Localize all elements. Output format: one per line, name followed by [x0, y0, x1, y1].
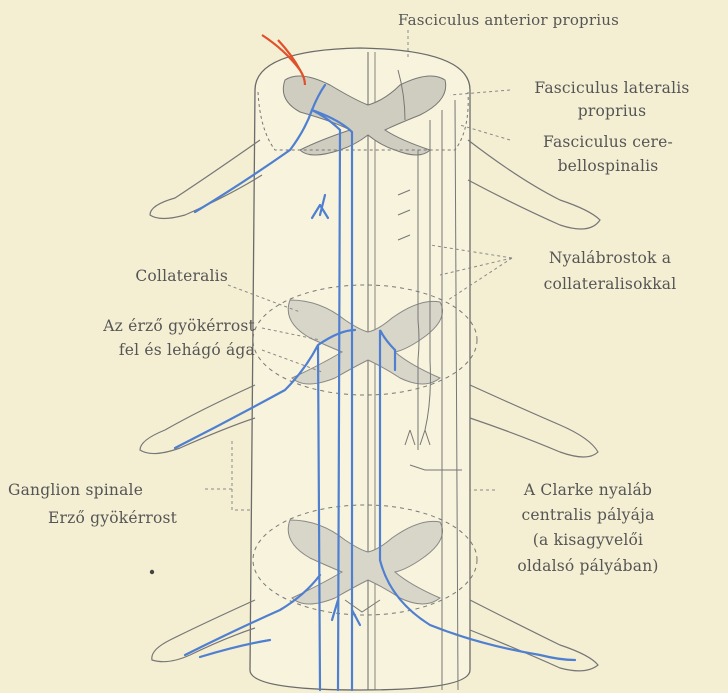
label-clarke-nyalab: A Clarke nyaláb: [498, 480, 678, 500]
label-nyalabrostok: Nyalábrostok a: [510, 248, 710, 268]
label-oldalso-palyaban: oldalsó pályában): [498, 556, 678, 576]
label-centralis-palyaja: centralis pályája: [498, 505, 678, 525]
label-kisagyveloi: (a kisagyvelői: [498, 530, 678, 550]
label-fel-es-lehago-aga: fel és lehágó ága: [10, 340, 255, 360]
label-fasciculus-cerebellospinalis: Fasciculus cere-: [508, 132, 708, 152]
spinal-cord-column: [250, 48, 470, 690]
label-fasciculus-lateralis-cont: proprius: [512, 101, 712, 121]
label-nyalabrostok-cont: collateralisokkal: [510, 274, 710, 294]
label-erzo-gyokerrost-2: Erző gyökérrost: [48, 508, 177, 528]
label-collateralis: Collateralis: [60, 266, 228, 286]
label-fasciculus-cerebellospinalis-cont: bellospinalis: [508, 156, 708, 176]
speckle: [150, 570, 154, 574]
label-fasciculus-lateralis: Fasciculus lateralis: [512, 78, 712, 98]
label-fasciculus-anterior-proprius: Fasciculus anterior proprius: [398, 10, 619, 30]
label-ganglion-spinale: Ganglion spinale: [8, 480, 143, 500]
label-erzo-gyokerrost: Az érző gyökérrost: [10, 316, 255, 336]
